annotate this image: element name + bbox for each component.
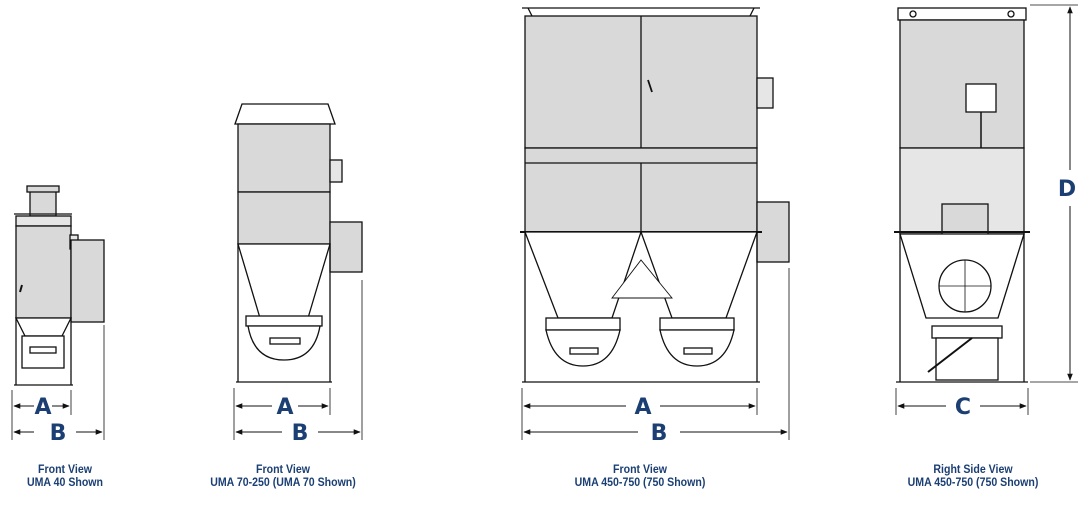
uma70-dimension-a-label: A	[276, 395, 293, 420]
uma40-dimension-a-label: A	[34, 395, 51, 420]
caption-uma40: Front View UMA 40 Shown	[24, 464, 107, 490]
caption-uma750-side-line2: UMA 450-750 (750 Shown)	[907, 477, 1039, 489]
uma750-front-dimension-a-label: A	[634, 395, 651, 420]
caption-uma750-side-line1: Right Side View	[933, 464, 1013, 476]
caption-uma750-front-line1: Front View	[613, 464, 667, 476]
uma40-front-drawing	[11, 185, 105, 440]
uma40-dimension-b-label: B	[50, 421, 67, 446]
caption-uma40-line1: Front View	[38, 464, 92, 476]
uma750-side-drawing	[894, 4, 1078, 415]
uma750-front-dimension-b-label: B	[651, 421, 668, 446]
uma70-dimension-b-label: B	[292, 421, 309, 446]
caption-uma70-line2: UMA 70-250 (UMA 70 Shown)	[210, 477, 356, 489]
uma750-side-dimension-d-label: D	[1058, 177, 1076, 202]
caption-uma70-line1: Front View	[256, 464, 310, 476]
caption-uma70: Front View UMA 70-250 (UMA 70 Shown)	[186, 464, 379, 490]
caption-uma750-front-line2: UMA 450-750 (750 Shown)	[574, 477, 706, 489]
uma70-front-drawing	[233, 103, 363, 440]
caption-uma750-side: Right Side View UMA 450-750 (750 Shown)	[890, 464, 1056, 490]
uma750-side-dimension-c-label: C	[955, 395, 971, 420]
caption-uma750-front: Front View UMA 450-750 (750 Shown)	[562, 464, 718, 490]
uma750-front-drawing	[520, 7, 790, 440]
caption-uma40-line2: UMA 40 Shown	[26, 477, 104, 489]
